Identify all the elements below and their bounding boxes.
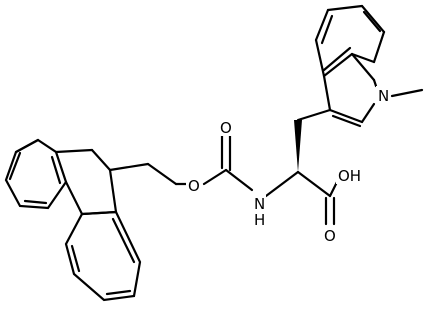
ester-oxygen-label: O [188, 177, 200, 195]
bond [322, 74, 332, 112]
bond [362, 10, 382, 33]
bond [108, 168, 118, 214]
bond [322, 46, 352, 72]
bond [202, 168, 228, 186]
bond [8, 151, 22, 181]
bond [314, 38, 326, 78]
atom-labels: O O N H N OH O [186, 86, 390, 245]
bond [320, 14, 334, 45]
acid-hydroxyl-label: OH [338, 167, 361, 185]
bond [360, 4, 386, 34]
acid-carbonyl-oxygen-label: O [324, 227, 336, 245]
amide-nitrogen-label: N [254, 195, 265, 213]
bond [111, 217, 136, 264]
bond [331, 114, 362, 128]
fluorene-lower-ring [64, 210, 142, 302]
bond [350, 52, 376, 64]
bond [54, 148, 94, 154]
backbone-group [264, 108, 340, 226]
fluorene-group [4, 138, 178, 302]
bond [390, 88, 424, 98]
bond [296, 170, 332, 198]
indole-nitrogen-label: N [378, 87, 389, 105]
bond [296, 108, 332, 122]
carbamate-group [174, 134, 254, 192]
bond [372, 30, 386, 64]
bond [146, 162, 178, 186]
bond [90, 148, 112, 172]
bond [350, 52, 376, 82]
carbamate-oxygen-label: O [220, 119, 232, 137]
indole-group [314, 4, 424, 128]
bond [360, 102, 376, 124]
bond [326, 4, 364, 12]
bond [328, 108, 364, 124]
fluorene-upper-ring [4, 138, 68, 210]
bond [372, 78, 378, 88]
bond [224, 168, 254, 192]
bond [64, 180, 84, 216]
bond [70, 244, 81, 273]
bond [108, 162, 150, 172]
bond [105, 289, 132, 296]
stereo-wedge [294, 120, 302, 172]
amide-hydrogen-label: H [254, 211, 265, 229]
bond [264, 170, 300, 198]
bond [23, 199, 48, 205]
bond [322, 52, 354, 78]
bond [14, 138, 40, 154]
bond [50, 155, 62, 185]
bond [314, 8, 330, 42]
